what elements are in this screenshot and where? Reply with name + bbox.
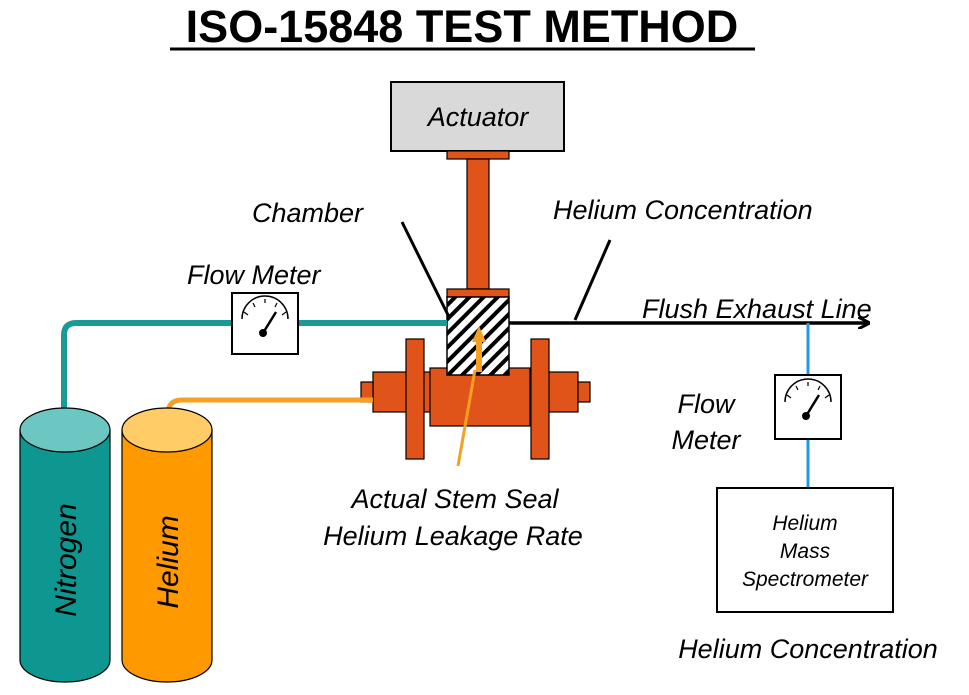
gauge-tick-icon xyxy=(795,385,799,391)
gauge-tick-icon xyxy=(252,302,256,308)
gauge-tick-icon xyxy=(274,302,278,308)
stem-seal-leader-line xyxy=(456,369,477,467)
gauge-tick-icon xyxy=(243,311,249,316)
helium-cylinder-top xyxy=(121,407,213,453)
spectrometer-box xyxy=(716,487,894,613)
spectrometer-label-line2: Mass xyxy=(780,540,831,563)
chamber-label: Chamber xyxy=(252,198,364,228)
gauge-dial-icon xyxy=(784,378,832,403)
gauge-pivot-icon xyxy=(259,329,267,337)
nitrogen-cylinder-top xyxy=(19,407,111,453)
chamber-leader-line xyxy=(400,221,451,318)
gauge-needle-icon xyxy=(261,311,278,334)
valve-body-center xyxy=(429,367,531,427)
helium-concentration-top-label: Helium Concentration xyxy=(553,195,813,225)
stem-lower-flange xyxy=(446,288,510,298)
flush-exhaust-line-label: Flush Exhaust Line xyxy=(642,294,872,324)
gauge-pivot-icon xyxy=(802,412,810,420)
helium-concentration-leader-line xyxy=(573,239,612,321)
actuator: Actuator xyxy=(390,81,565,152)
stem-top-flange xyxy=(446,150,510,160)
flow-meter-right-label-line1: Flow xyxy=(677,389,736,419)
valve-stem xyxy=(466,158,490,290)
flow-meter-left-label: Flow Meter xyxy=(187,260,322,290)
helium-cylinder-body xyxy=(121,429,213,683)
valve-flange-right xyxy=(530,338,550,460)
gauge-tick-icon xyxy=(824,394,830,399)
valve-flange-left xyxy=(405,338,425,460)
gauge-tick-icon xyxy=(786,394,792,399)
flow-meter-right-label-line2: Meter xyxy=(671,425,741,455)
gauge-dial-icon xyxy=(241,295,289,320)
spectrometer-label-line3: Spectrometer xyxy=(742,568,869,591)
valve-end-right xyxy=(577,381,591,403)
nitrogen-cylinder-body xyxy=(19,429,111,683)
flow-meter-right xyxy=(774,374,842,440)
helium-mass-spectrometer: Helium Mass Spectrometer xyxy=(716,487,894,613)
spectrometer-label-line1: Helium xyxy=(772,512,837,535)
flow-meter-left-box xyxy=(231,292,299,355)
helium-cylinder: Helium xyxy=(121,407,213,683)
actuator-label: Actuator xyxy=(426,102,530,132)
helium-concentration-bottom-label: Helium Concentration xyxy=(678,634,938,664)
valve-assembly xyxy=(360,150,591,460)
gauge-tick-icon xyxy=(817,385,821,391)
nitrogen-pipe xyxy=(61,320,232,428)
gauge-needle-icon xyxy=(804,394,821,417)
helium-label: Helium xyxy=(152,515,185,608)
nitrogen-label: Nitrogen xyxy=(50,503,83,616)
stem-seal-label-line1: Actual Stem Seal xyxy=(349,484,559,514)
leak-arrow-head xyxy=(472,326,486,342)
nitrogen-cylinder: Nitrogen xyxy=(19,407,111,683)
page-title: ISO-15848 TEST METHOD xyxy=(186,1,739,52)
flow-meter-left xyxy=(231,292,299,355)
gauge-tick-icon xyxy=(281,311,287,316)
stem-seal-label-line2: Helium Leakage Rate xyxy=(323,521,583,551)
